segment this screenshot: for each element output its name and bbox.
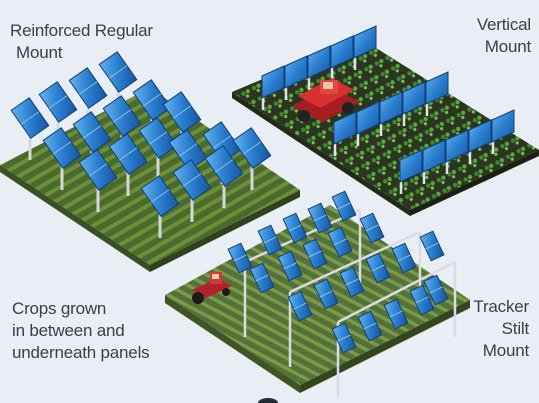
vertical-mount-panels: [261, 25, 515, 194]
tracker-panel-4: [331, 190, 357, 222]
tracker-mount-ground-edge-right: [300, 300, 470, 393]
regular-mount-field: [0, 51, 300, 272]
tracker-label-line2: Stilt: [501, 319, 530, 338]
harvester-machine: [292, 78, 360, 122]
regular-panel-17: [172, 159, 212, 222]
tracker-panel-15: [391, 242, 417, 274]
tracker-mount-field: [165, 190, 470, 397]
tracker-beam-2: [289, 230, 421, 294]
reinforced-label-line2: Mount: [16, 43, 63, 62]
tracker-panel-17: [331, 322, 357, 354]
tracker-panel-10: [359, 212, 385, 244]
tracker-panel-13: [339, 266, 365, 298]
tracker-panel-2: [282, 212, 308, 244]
regular-panel-10: [78, 149, 118, 212]
reinforced-regular-mount-label: Reinforced Regular Mount: [10, 20, 153, 64]
vertical-mount-label: Vertical Mount: [477, 14, 531, 58]
tracker-panel-7: [277, 250, 303, 282]
tracker-panel-14: [365, 252, 391, 284]
tracker-panel-3: [307, 202, 333, 234]
tracker-panel-5: [227, 242, 253, 274]
reinforced-label-line1: Reinforced Regular: [10, 21, 153, 40]
tracker-panel-9: [327, 226, 353, 258]
crops-label-line1: Crops grown: [12, 299, 107, 318]
regular-panel-5: [42, 127, 82, 190]
tracker-panel-21: [423, 274, 449, 306]
regular-mount-ground-edge-right: [150, 190, 300, 272]
tracker-panel-11: [287, 290, 313, 322]
regular-panel-16: [140, 175, 180, 238]
vertical-mount-field: [232, 25, 539, 216]
tracker-panel-8: [302, 238, 328, 270]
vertical-label-line1: Vertical: [476, 15, 531, 34]
vertical-mount-ground-edge-right: [410, 150, 539, 216]
vertical-row-3: [399, 109, 515, 194]
vertical-row-2: [333, 71, 449, 156]
tracker-label-line3: Mount: [482, 341, 529, 360]
regular-panel-15: [232, 127, 272, 190]
crops-label-line2: in between and: [12, 321, 125, 340]
regular-mount-ground: [0, 88, 300, 265]
regular-panel-11: [108, 133, 148, 196]
tracker-beam-3: [337, 260, 456, 324]
tracker-panel-16: [419, 230, 445, 262]
crops-grown-label: Crops grown in between and underneath pa…: [12, 298, 150, 364]
tracker-panel-1: [257, 224, 283, 256]
regular-mount-ground-edge: [0, 165, 150, 272]
bottom-marker: [258, 398, 278, 403]
tracker-mount-panels: [227, 190, 457, 397]
tractor: [192, 272, 232, 304]
crops-label-line3: underneath panels: [12, 343, 150, 362]
tracker-label-line1: Tracker: [473, 297, 529, 316]
tracker-panel-19: [383, 298, 409, 330]
tracker-panel-18: [357, 310, 383, 342]
tracker-stilt-mount-label: Tracker Stilt Mount: [473, 296, 529, 362]
regular-mount-panels: [10, 51, 272, 238]
tracker-panel-12: [313, 278, 339, 310]
regular-panel-18: [204, 145, 244, 208]
regular-panel-12: [138, 117, 178, 180]
vertical-row-1: [261, 25, 377, 110]
tracker-panel-20: [409, 284, 435, 316]
tracker-panel-6: [249, 262, 275, 294]
tracker-mount-ground-edge: [165, 295, 300, 393]
regular-panel-1: [10, 97, 50, 160]
vertical-label-line2: Mount: [484, 37, 531, 56]
vertical-mount-ground-edge: [232, 92, 410, 216]
